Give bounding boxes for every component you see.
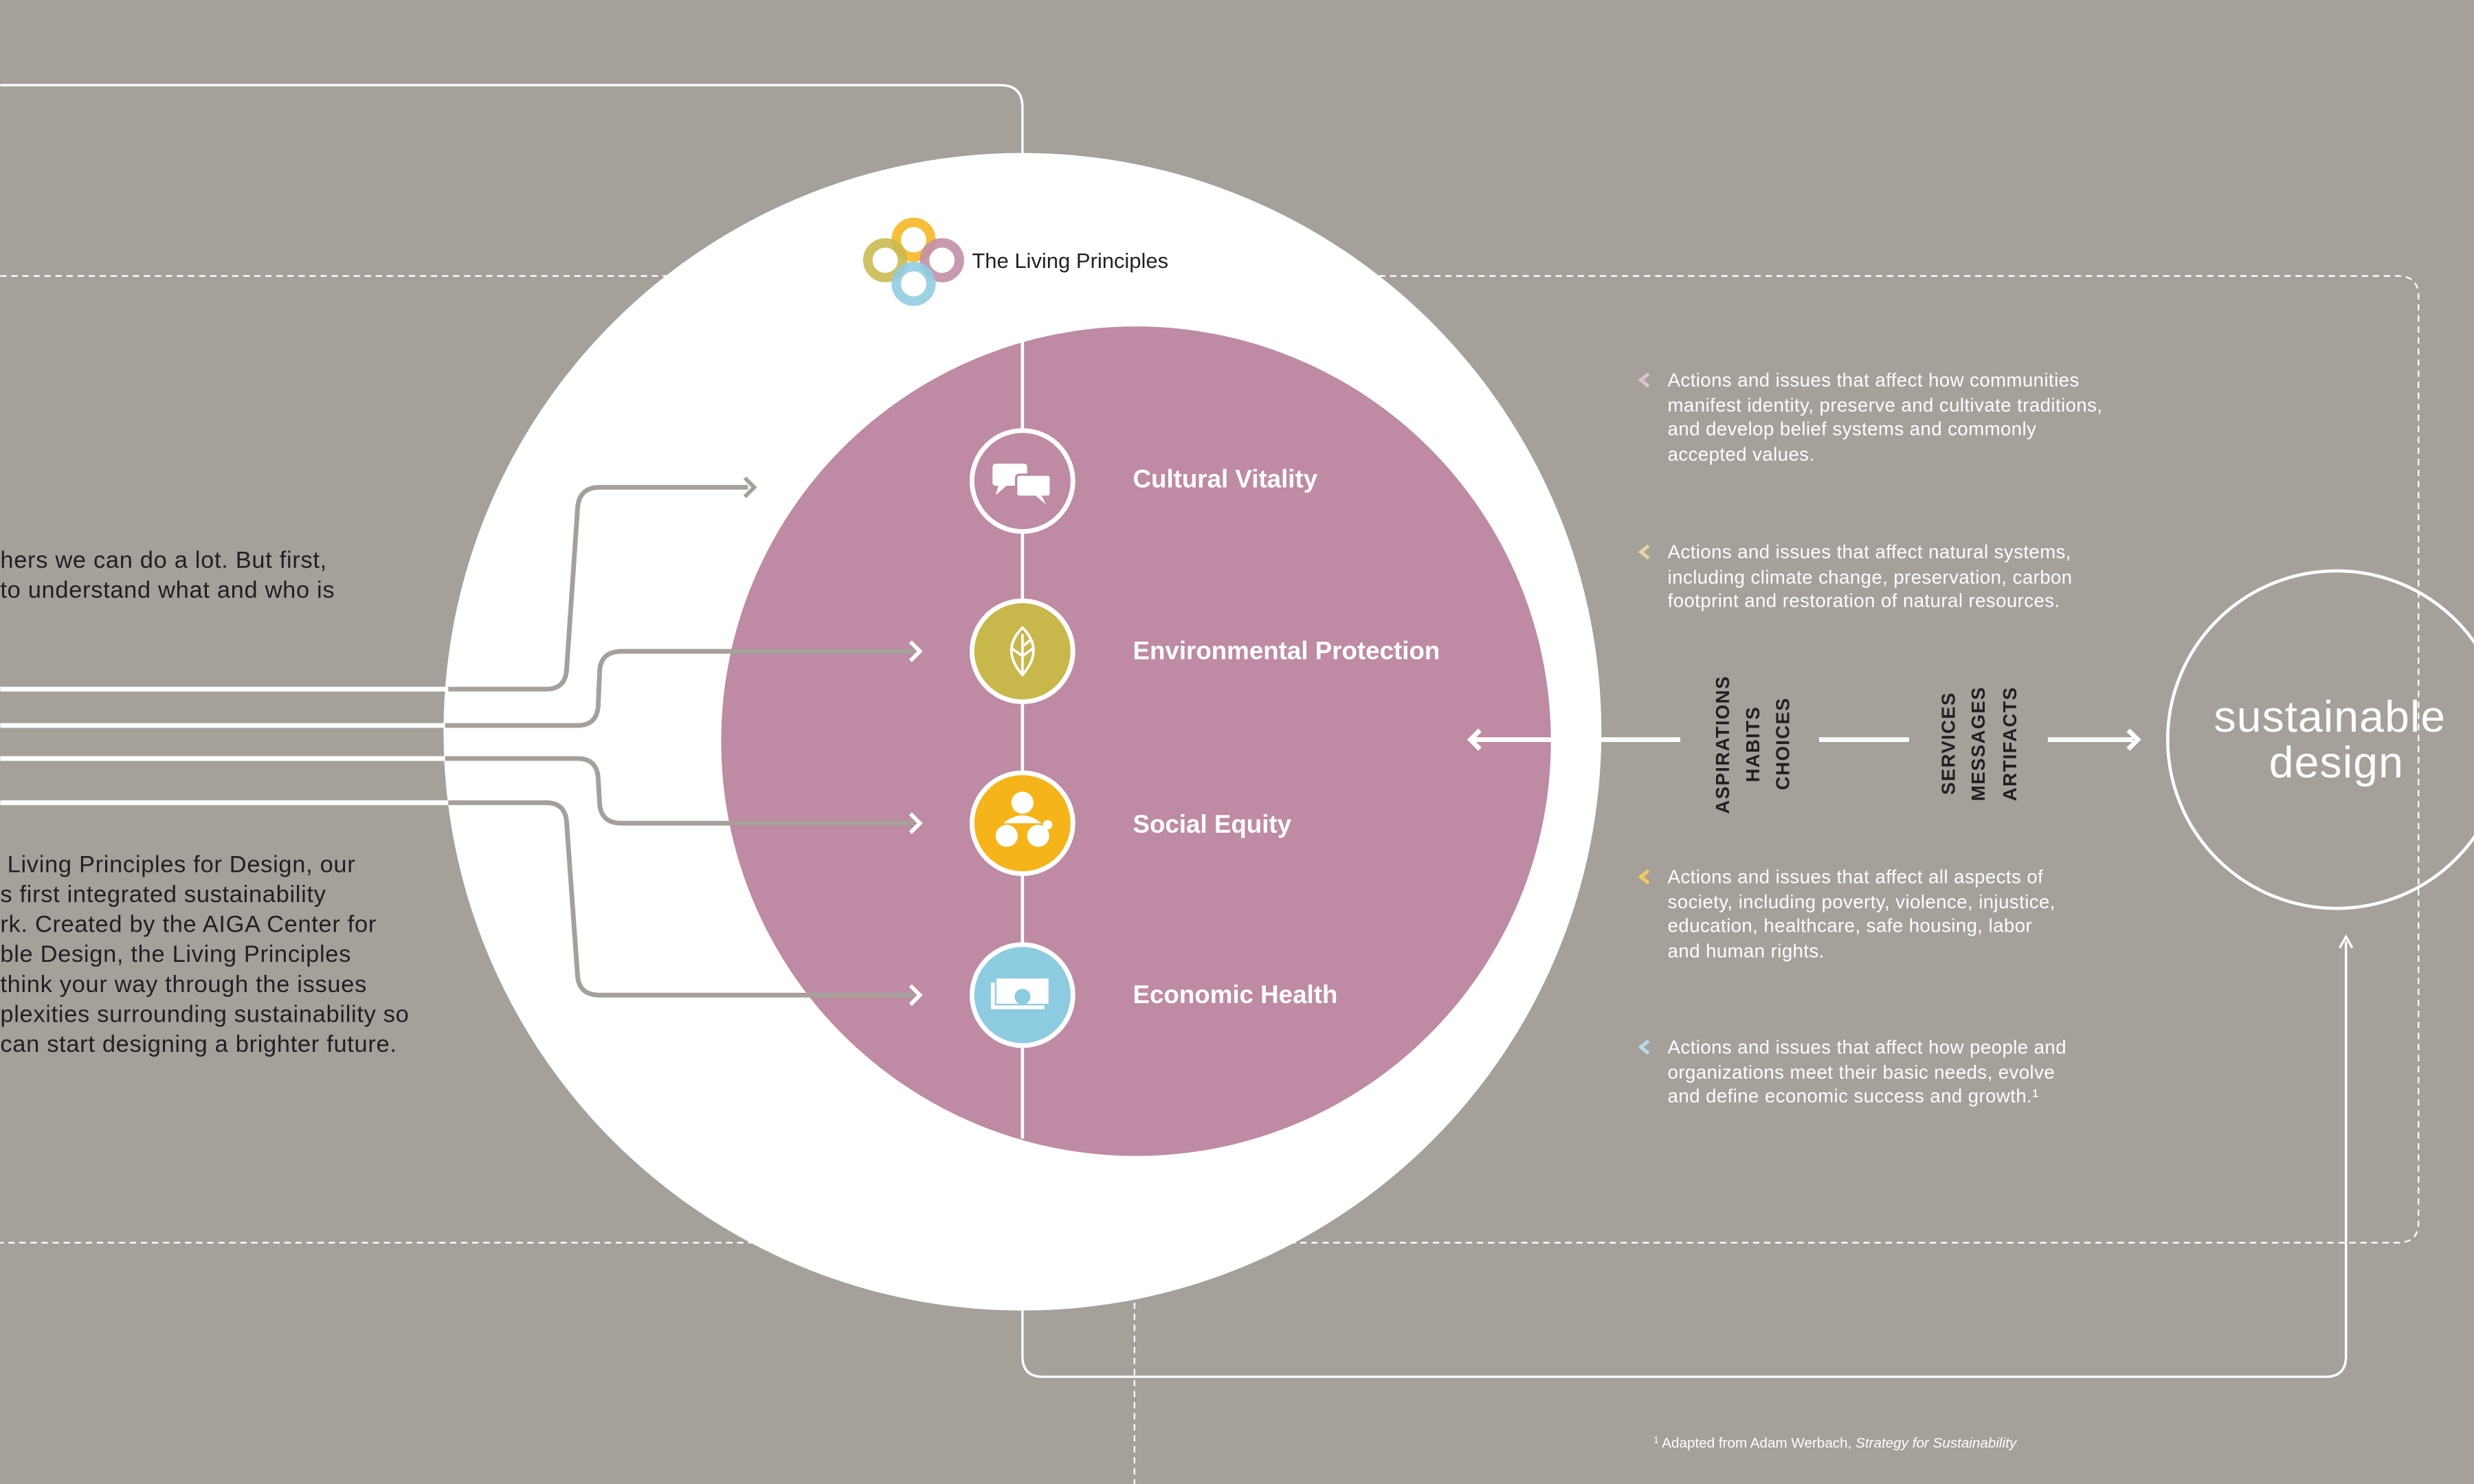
description-cultural: Actions and issues that affect how commu… xyxy=(1638,369,2103,464)
description-social: Actions and issues that affect all aspec… xyxy=(1638,866,2055,961)
footnote: 1 Adapted from Adam Werbach, Strategy fo… xyxy=(1653,1435,2018,1451)
svg-text:Actions and issues that affect: Actions and issues that affect all aspec… xyxy=(1668,866,2055,961)
principle-label: Cultural Vitality xyxy=(1133,464,1318,493)
svg-text:ASPIRATIONS: ASPIRATIONS xyxy=(1712,675,1733,813)
logo-title: The Living Principles xyxy=(972,249,1168,273)
intro-text-top: hers we can do a lot. But first, to unde… xyxy=(0,547,335,603)
sustainable-design-circle xyxy=(2166,569,2474,910)
left-connectors-outside xyxy=(0,686,449,805)
principle-label: Economic Health xyxy=(1133,980,1338,1009)
svg-text:ARTIFACTS: ARTIFACTS xyxy=(1999,686,2020,801)
principle-environmental-protection[interactable]: Environmental Protection xyxy=(969,598,1440,704)
intro-text-bottom: Living Principles for Design, our s firs… xyxy=(0,851,416,1057)
principle-economic-health[interactable]: Economic Health xyxy=(969,942,1338,1048)
people-icon xyxy=(995,791,1053,847)
sustainable-design-label: sustainable design xyxy=(2214,692,2460,787)
principle-social-equity[interactable]: Social Equity xyxy=(969,770,1292,877)
chevron-left-icon xyxy=(1638,372,1650,388)
flow-group-behaviors: ASPIRATIONS HABITS CHOICES xyxy=(1712,675,1793,813)
principle-cultural-vitality[interactable]: Cultural Vitality xyxy=(969,428,1318,535)
feedback-arrow-head xyxy=(2339,934,2354,949)
svg-text:Actions and issues that affect: Actions and issues that affect natural s… xyxy=(1668,541,2073,611)
chevron-left-icon xyxy=(1638,544,1650,560)
svg-text:HABITS: HABITS xyxy=(1742,706,1763,783)
inner-pink-circle xyxy=(721,326,1551,1156)
feedback-loop-line xyxy=(1021,941,2348,1378)
top-connector-line xyxy=(0,84,1024,158)
svg-text:SERVICES: SERVICES xyxy=(1937,692,1959,795)
chevron-left-icon xyxy=(1638,1039,1650,1055)
money-icon xyxy=(990,977,1050,1010)
leaf-icon xyxy=(1010,625,1035,677)
left-connectors xyxy=(0,484,915,998)
svg-text:Actions and issues that affect: Actions and issues that affect how commu… xyxy=(1668,369,2103,464)
connector-arrow-heads xyxy=(743,476,923,1007)
flow-group-outputs: SERVICES MESSAGES ARTIFACTS xyxy=(1937,686,2020,801)
svg-text:MESSAGES: MESSAGES xyxy=(1968,686,1989,801)
flow-arrows xyxy=(1467,728,2141,751)
principle-label: Environmental Protection xyxy=(1133,636,1440,664)
chevron-left-icon xyxy=(1638,869,1650,885)
description-environmental: Actions and issues that affect natural s… xyxy=(1638,541,2073,611)
living-principles-logo xyxy=(862,217,964,306)
principle-label: Social Equity xyxy=(1133,810,1292,838)
svg-text:Actions and issues that affect: Actions and issues that affect how peopl… xyxy=(1668,1036,2066,1106)
description-economic: Actions and issues that affect how peopl… xyxy=(1638,1036,2066,1107)
speech-bubbles-icon xyxy=(992,463,1052,505)
svg-text:CHOICES: CHOICES xyxy=(1772,697,1793,790)
